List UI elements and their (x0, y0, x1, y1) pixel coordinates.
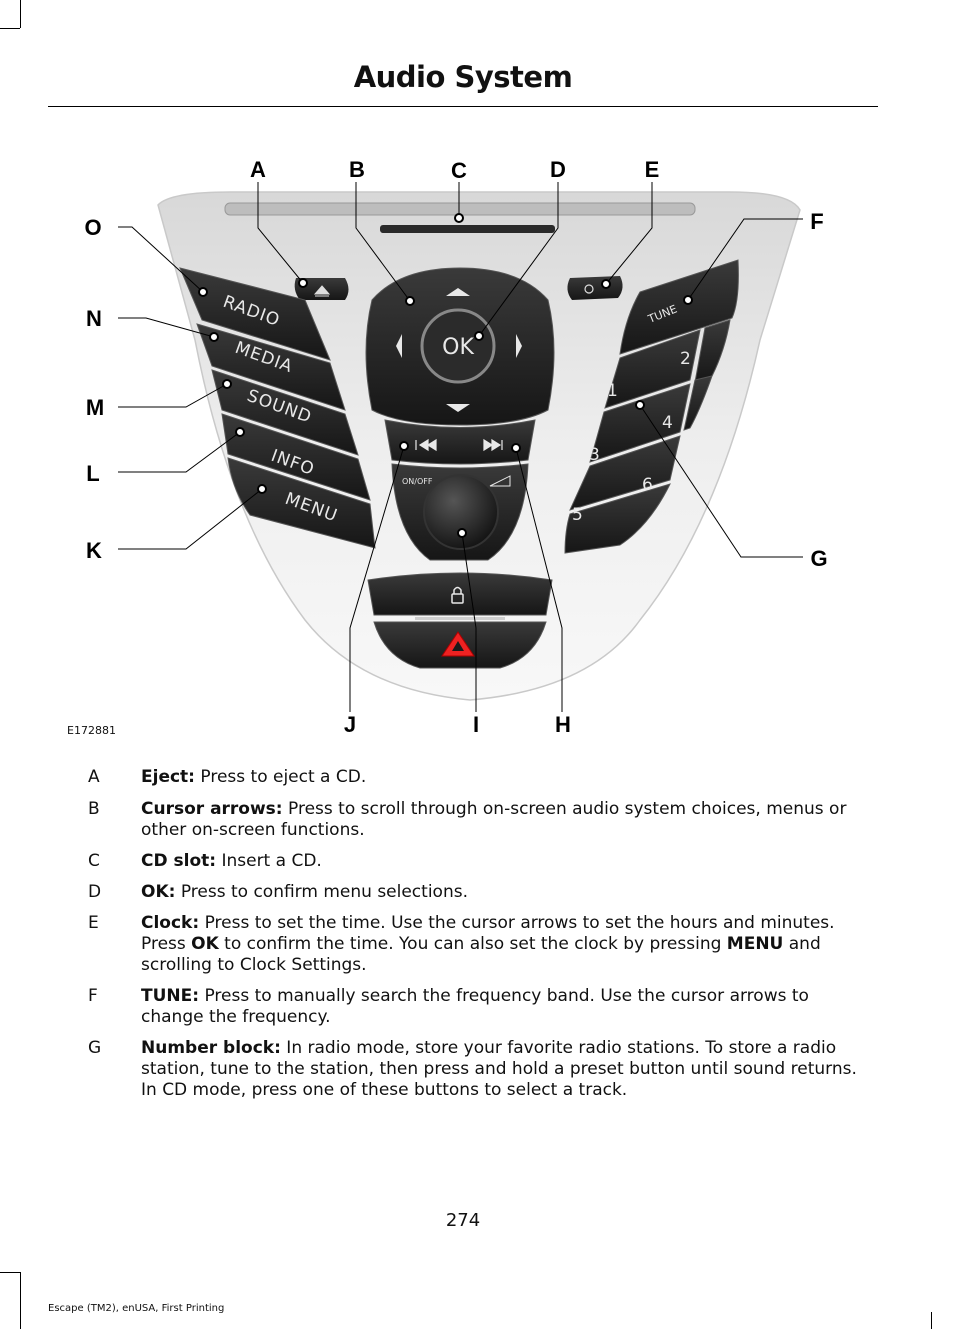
legend-text: CD slot: Insert a CD. (141, 851, 871, 872)
legend-description: to confirm the time. You can also set th… (218, 934, 727, 954)
preset-5-label: 5 (572, 505, 583, 525)
legend-term: CD slot: (141, 851, 217, 871)
legend-text: Clock: Press to set the time. Use the cu… (141, 913, 871, 976)
callout-o: O (84, 215, 101, 240)
callout-d: D (550, 157, 566, 182)
ok-button-label: OK (442, 335, 474, 360)
legend-inline-bold: MENU (726, 934, 784, 954)
volume-knob (423, 474, 499, 550)
legend-description: Press to set the time. Use the cursor ar… (141, 913, 835, 954)
legend-text: Eject: Press to eject a CD. (141, 767, 871, 788)
legend-term: TUNE: (141, 986, 200, 1006)
legend-term: Eject: (141, 767, 195, 787)
legend-letter: G (88, 1038, 102, 1058)
legend-term: Clock: (141, 913, 200, 933)
onoff-label: ON/OFF (402, 477, 433, 486)
ok-button (420, 308, 496, 384)
callout-dots (198, 213, 693, 538)
figure-id: E172881 (67, 724, 116, 737)
seek-back-icon (415, 438, 437, 452)
legend-letter: D (88, 882, 102, 902)
legend-text: Cursor arrows: Press to scroll through o… (141, 799, 871, 841)
legend-letter: C (88, 851, 100, 871)
cursor-up-icon (446, 288, 470, 296)
clock-icon (584, 284, 594, 294)
volume-ramp-icon (489, 475, 511, 487)
legend-term: Cursor arrows: (141, 799, 283, 819)
page-number: 274 (445, 1210, 481, 1231)
callout-m: M (86, 395, 104, 420)
preset-6-label: 6 (642, 475, 653, 495)
callout-k: K (86, 538, 102, 563)
crop-mark (20, 0, 21, 28)
legend-inline-bold: OK (191, 934, 219, 954)
crop-mark (20, 1272, 21, 1329)
callout-l: L (86, 461, 99, 486)
legend-letter: E (88, 913, 99, 933)
callout-a: A (250, 157, 266, 182)
callout-b: B (349, 157, 365, 182)
callout-n: N (86, 306, 102, 331)
legend-text: TUNE: Press to manually search the frequ… (141, 986, 871, 1028)
callout-i: I (473, 712, 479, 737)
number-block (564, 259, 739, 554)
left-button-group (179, 267, 376, 549)
crop-mark (0, 1272, 20, 1273)
audio-panel-figure: RADIO MEDIA SOUND INFO MENU TUNE 1 2 3 4… (84, 157, 827, 737)
preset-3-label: 3 (589, 445, 600, 465)
preset-4-label: 4 (662, 413, 673, 433)
lock-icon (451, 593, 464, 604)
callout-e: E (645, 157, 660, 182)
legend-description: and scrolling to Clock Settings. (141, 934, 821, 975)
legend-letter: F (88, 986, 98, 1006)
cursor-left-icon (396, 334, 402, 358)
preset-2-label: 2 (680, 349, 691, 369)
legend-text: OK: Press to confirm menu selections. (141, 882, 871, 903)
seek-buttons (384, 419, 536, 465)
title-divider (48, 106, 878, 107)
legend-term: OK: (141, 882, 176, 902)
legend-description: Press to eject a CD. (194, 767, 367, 787)
callout-j: J (344, 712, 356, 737)
cursor-right-icon (516, 334, 522, 358)
leader-lines (118, 182, 803, 712)
legend-description: Press to scroll through on-screen audio … (141, 799, 847, 840)
eject-icon (313, 285, 331, 297)
legend-letter: A (88, 767, 100, 787)
callout-h: H (555, 712, 571, 737)
callout-f: F (810, 209, 823, 234)
legend-description: Insert a CD. (216, 851, 322, 871)
legend-letter: B (88, 799, 100, 819)
legend-description: In radio mode, store your favorite radio… (141, 1038, 857, 1100)
preset-1-label: 1 (607, 381, 618, 401)
legend-term: Number block: (141, 1038, 281, 1058)
legend-description: Press to manually search the frequency b… (141, 986, 809, 1027)
seek-forward-icon (483, 438, 503, 452)
crop-mark (931, 1312, 932, 1329)
callout-g: G (810, 546, 827, 571)
page-title: Audio System (353, 60, 573, 94)
cursor-down-icon (446, 404, 470, 412)
legend-text: Number block: In radio mode, store your … (141, 1038, 871, 1101)
clock-button (567, 276, 623, 300)
callout-c: C (451, 158, 467, 183)
crop-mark (0, 28, 20, 29)
footer-text: Escape (TM2), enUSA, First Printing (48, 1303, 225, 1314)
legend-description: Press to confirm menu selections. (175, 882, 468, 902)
